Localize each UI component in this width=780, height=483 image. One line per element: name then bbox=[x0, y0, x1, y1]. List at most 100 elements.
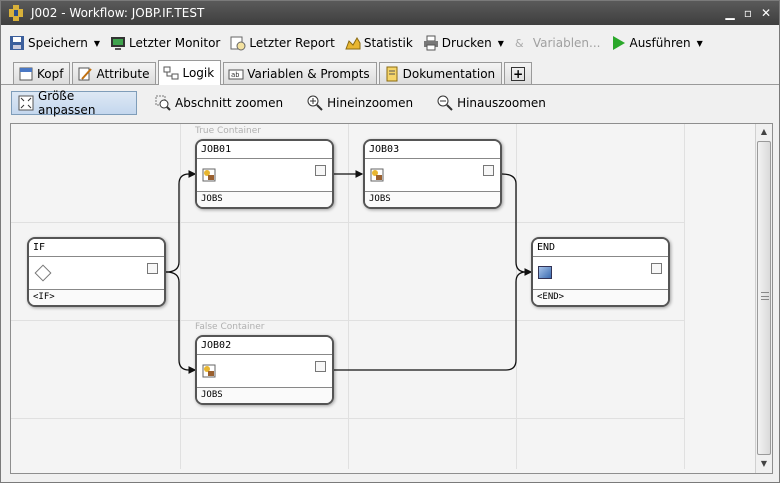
workflow-node-end[interactable]: END <END> bbox=[531, 237, 670, 307]
variables-button: & Variablen... bbox=[514, 31, 601, 55]
false-container-label: False Container bbox=[195, 322, 265, 332]
maximize-icon[interactable]: ▫ bbox=[743, 6, 753, 20]
floppy-icon bbox=[9, 35, 25, 51]
job-icon bbox=[370, 168, 384, 182]
add-tab-button[interactable]: + bbox=[504, 62, 533, 84]
print-button[interactable]: Drucken ▼ bbox=[423, 31, 504, 55]
tab-kopf-label: Kopf bbox=[37, 66, 64, 81]
execute-button[interactable]: Ausführen ▼ bbox=[610, 31, 703, 55]
svg-text:&: & bbox=[515, 37, 524, 50]
node-name: JOB02 bbox=[197, 337, 332, 355]
zoom-section-icon bbox=[155, 95, 171, 111]
variables-label: Variablen... bbox=[532, 36, 601, 50]
report-clock-icon bbox=[230, 35, 246, 51]
header-icon bbox=[18, 66, 34, 82]
app-icon bbox=[9, 5, 23, 21]
documentation-icon bbox=[384, 66, 400, 82]
tab-bar: Kopf Attribute Logik ab Variablen & Prom… bbox=[1, 59, 779, 85]
play-icon bbox=[610, 35, 626, 51]
tab-documentation-label: Dokumentation bbox=[402, 66, 496, 81]
statistics-icon bbox=[345, 35, 361, 51]
node-type: JOBS bbox=[365, 191, 500, 207]
logic-icon bbox=[163, 65, 179, 81]
attribute-icon bbox=[77, 66, 93, 82]
workflow-node-job03[interactable]: JOB03 JOBS bbox=[363, 139, 502, 209]
tab-attribute[interactable]: Attribute bbox=[72, 62, 157, 84]
tab-logik-label: Logik bbox=[182, 66, 215, 80]
execute-dropdown-icon[interactable]: ▼ bbox=[696, 38, 703, 48]
tab-variables-label: Variablen & Prompts bbox=[247, 66, 370, 81]
zoom-out-icon bbox=[437, 95, 453, 111]
zoom-in-button[interactable]: Hineinzoomen bbox=[301, 91, 419, 115]
fit-size-icon bbox=[18, 95, 34, 111]
grid-line bbox=[11, 222, 685, 223]
grip-icon bbox=[761, 292, 769, 300]
node-name: JOB01 bbox=[197, 141, 332, 159]
job-icon bbox=[202, 168, 216, 182]
node-info-icon[interactable] bbox=[651, 263, 662, 274]
node-type: <IF> bbox=[29, 289, 164, 305]
node-type: JOBS bbox=[197, 387, 332, 403]
node-info-icon[interactable] bbox=[315, 165, 326, 176]
tab-logik[interactable]: Logik bbox=[158, 60, 222, 85]
last-monitor-label: Letzter Monitor bbox=[129, 36, 221, 50]
main-toolbar: Speichern ▼ Letzter Monitor Letzter Repo… bbox=[1, 29, 779, 57]
connector-job02-end bbox=[334, 271, 527, 371]
node-info-icon[interactable] bbox=[483, 165, 494, 176]
statistics-label: Statistik bbox=[363, 36, 413, 50]
tab-attribute-label: Attribute bbox=[96, 66, 150, 81]
workflow-node-if[interactable]: IF <IF> bbox=[27, 237, 166, 307]
fit-size-button[interactable]: Größe anpassen bbox=[11, 89, 137, 117]
grid-line bbox=[11, 418, 685, 419]
job-icon bbox=[202, 364, 216, 378]
scroll-down-icon[interactable]: ▼ bbox=[760, 459, 768, 468]
vertical-scrollbar[interactable]: ▲ ▼ bbox=[755, 124, 772, 473]
last-report-label: Letzter Report bbox=[249, 36, 335, 50]
add-tab-icon: + bbox=[511, 66, 526, 81]
zoom-out-label: Hinauszoomen bbox=[457, 96, 546, 110]
zoom-section-label: Abschnitt zoomen bbox=[175, 96, 284, 110]
svg-text:ab: ab bbox=[231, 71, 239, 79]
last-monitor-button[interactable]: Letzter Monitor bbox=[110, 31, 220, 55]
diamond-icon bbox=[34, 264, 52, 282]
true-container-label: True Container bbox=[195, 126, 261, 136]
window-title: J002 - Workflow: JOBP.IF.TEST bbox=[31, 6, 205, 20]
monitor-icon bbox=[110, 35, 126, 51]
node-name: END bbox=[533, 239, 668, 257]
grid-line bbox=[684, 124, 685, 469]
workflow-node-job01[interactable]: JOB01 JOBS bbox=[195, 139, 334, 209]
workflow-canvas-frame: True Container False Container IF <IF> bbox=[10, 123, 773, 474]
zoom-out-button[interactable]: Hinauszoomen bbox=[431, 91, 552, 115]
scrollbar-thumb[interactable] bbox=[757, 141, 771, 455]
grid-line bbox=[11, 320, 685, 321]
workflow-canvas[interactable]: True Container False Container IF <IF> bbox=[11, 124, 757, 473]
close-icon[interactable]: ✕ bbox=[760, 6, 772, 20]
save-dropdown-icon[interactable]: ▼ bbox=[93, 38, 101, 48]
view-toolbar: Größe anpassen Abschnitt zoomen Hineinzo… bbox=[1, 87, 779, 119]
variables-prompts-icon: ab bbox=[228, 66, 244, 82]
fit-size-label: Größe anpassen bbox=[38, 89, 96, 117]
node-type: JOBS bbox=[197, 191, 332, 207]
tab-documentation[interactable]: Dokumentation bbox=[378, 62, 503, 84]
save-button[interactable]: Speichern ▼ bbox=[9, 31, 100, 55]
variables-icon: & bbox=[514, 35, 530, 51]
end-icon bbox=[538, 266, 552, 279]
zoom-in-icon bbox=[307, 95, 323, 111]
minimize-icon[interactable]: ▁ bbox=[725, 6, 735, 20]
zoom-section-button[interactable]: Abschnitt zoomen bbox=[149, 91, 289, 115]
title-bar[interactable]: J002 - Workflow: JOBP.IF.TEST ▁ ▫ ✕ bbox=[1, 1, 779, 25]
node-info-icon[interactable] bbox=[315, 361, 326, 372]
node-info-icon[interactable] bbox=[147, 263, 158, 274]
tab-variables-prompts[interactable]: ab Variablen & Prompts bbox=[223, 62, 377, 84]
statistics-button[interactable]: Statistik bbox=[345, 31, 413, 55]
scroll-up-icon[interactable]: ▲ bbox=[760, 127, 768, 136]
last-report-button[interactable]: Letzter Report bbox=[230, 31, 335, 55]
printer-icon bbox=[423, 35, 439, 51]
print-dropdown-icon[interactable]: ▼ bbox=[497, 38, 504, 48]
node-name: JOB03 bbox=[365, 141, 500, 159]
execute-label: Ausführen bbox=[629, 36, 691, 50]
zoom-in-label: Hineinzoomen bbox=[327, 96, 414, 110]
workflow-node-job02[interactable]: JOB02 JOBS bbox=[195, 335, 334, 405]
tab-kopf[interactable]: Kopf bbox=[13, 62, 71, 84]
